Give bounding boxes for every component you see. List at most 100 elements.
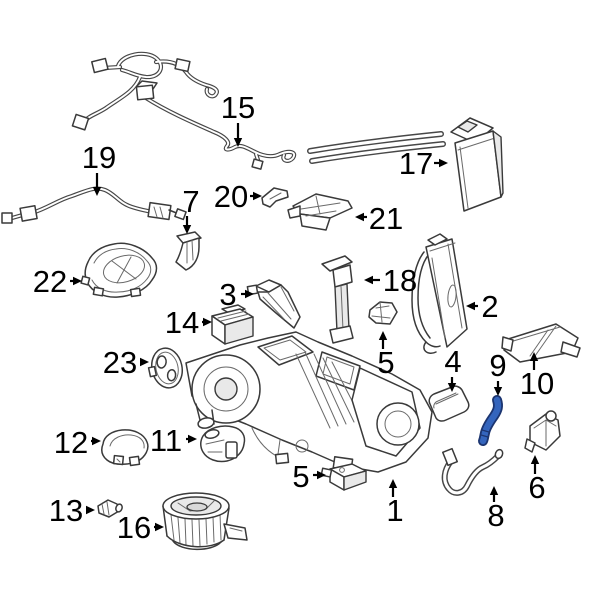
callout-6[interactable]: 6 xyxy=(528,455,546,505)
callout-label[interactable]: 22 xyxy=(33,264,67,299)
harness-connector-icon xyxy=(71,57,264,170)
arrowhead-icon xyxy=(529,352,539,361)
arrowhead-icon xyxy=(73,276,82,286)
callout-label[interactable]: 20 xyxy=(214,179,248,214)
callout-7[interactable]: 7 xyxy=(182,184,200,234)
callout-label[interactable]: 9 xyxy=(489,348,506,383)
arrowhead-icon xyxy=(364,275,373,285)
callout-label[interactable]: 19 xyxy=(82,140,116,175)
callout-label[interactable]: 10 xyxy=(520,366,554,401)
part-13-clip xyxy=(97,499,123,518)
callout-22[interactable]: 22 xyxy=(33,264,82,299)
part-15-wiring-harness xyxy=(71,54,294,170)
callout-label[interactable]: 11 xyxy=(150,423,182,458)
callout-label[interactable]: 8 xyxy=(487,498,504,533)
arrowhead-icon xyxy=(155,522,164,532)
callout-21[interactable]: 21 xyxy=(355,201,403,236)
arrowhead-icon xyxy=(378,331,388,340)
callout-label[interactable]: 16 xyxy=(117,510,151,545)
arrowhead-icon xyxy=(466,301,475,311)
arrowhead-icon xyxy=(317,470,326,480)
callout-5-20[interactable]: 5 xyxy=(292,459,326,494)
callout-label[interactable]: 6 xyxy=(528,470,545,505)
callout-label[interactable]: 13 xyxy=(49,493,83,528)
callout-14[interactable]: 14 xyxy=(165,305,212,340)
part-12-actuator xyxy=(101,429,149,467)
part-5-upper-duct xyxy=(368,301,398,325)
callout-label[interactable]: 23 xyxy=(103,345,137,380)
callout-23[interactable]: 23 xyxy=(103,345,149,380)
arrowhead-icon xyxy=(245,289,254,299)
callout-2[interactable]: 2 xyxy=(466,289,499,324)
callout-label[interactable]: 5 xyxy=(377,345,394,380)
part-9-heater-hose-highlighted xyxy=(478,395,503,446)
callout-label[interactable]: 21 xyxy=(369,201,403,236)
callout-15[interactable]: 15 xyxy=(221,90,255,147)
arrowhead-icon xyxy=(439,158,448,168)
arrowhead-icon xyxy=(253,191,262,201)
callout-5-11[interactable]: 5 xyxy=(377,331,395,380)
callout-12[interactable]: 12 xyxy=(54,425,101,460)
callout-13[interactable]: 13 xyxy=(49,493,95,528)
part-17-heater-core xyxy=(310,117,504,212)
callout-label[interactable]: 2 xyxy=(481,289,498,324)
part-18-bracket-pillar xyxy=(321,255,354,344)
callout-label[interactable]: 12 xyxy=(54,425,88,460)
part-22-defroster-duct xyxy=(80,242,158,298)
part-3-duct xyxy=(246,279,301,329)
part-19-jumper-harness xyxy=(1,189,187,224)
arrowhead-icon xyxy=(92,436,101,446)
part-7-bracket xyxy=(175,231,202,271)
part-16-blower-motor xyxy=(162,492,248,551)
arrowhead-icon xyxy=(530,455,540,464)
callout-label[interactable]: 15 xyxy=(221,90,255,125)
arrowhead-icon xyxy=(493,387,503,396)
arrowhead-icon xyxy=(86,505,95,515)
arrowhead-icon xyxy=(203,317,212,327)
part-11-actuator xyxy=(200,425,246,463)
callout-8[interactable]: 8 xyxy=(487,486,505,533)
callout-10[interactable]: 10 xyxy=(520,352,554,401)
callout-9[interactable]: 9 xyxy=(489,348,507,396)
callout-label[interactable]: 1 xyxy=(386,493,403,528)
part-5-lower-bracket xyxy=(320,463,367,491)
arrowhead-icon xyxy=(447,383,457,392)
arrowhead-icon xyxy=(388,479,398,488)
callout-17[interactable]: 17 xyxy=(399,146,448,181)
part-4-vent-duct xyxy=(428,385,470,422)
part-23-seal-plate xyxy=(147,347,184,389)
part-8-heater-hose xyxy=(443,447,504,493)
callout-label[interactable]: 7 xyxy=(182,184,199,219)
part-14-control-module xyxy=(211,304,254,345)
callout-20[interactable]: 20 xyxy=(214,179,262,214)
callout-16[interactable]: 16 xyxy=(117,510,164,545)
callout-label[interactable]: 14 xyxy=(165,305,199,340)
part-10-support-bracket xyxy=(501,323,581,363)
arrowhead-icon xyxy=(233,138,243,147)
callout-19[interactable]: 19 xyxy=(82,140,116,196)
callout-1[interactable]: 1 xyxy=(386,479,404,528)
callout-4[interactable]: 4 xyxy=(444,344,462,392)
harness-connector-icon xyxy=(1,201,187,224)
callout-11[interactable]: 11 xyxy=(150,423,197,458)
part-6-actuator xyxy=(524,410,561,453)
part-2-evaporator-case xyxy=(411,233,468,354)
arrowhead-icon xyxy=(355,212,364,222)
callout-18[interactable]: 18 xyxy=(364,263,417,298)
part-1-hvac-housing-assembly xyxy=(185,331,433,473)
callout-3[interactable]: 3 xyxy=(219,277,254,312)
arrowhead-icon xyxy=(92,187,102,196)
arrowhead-icon xyxy=(140,357,149,367)
arrowhead-icon xyxy=(489,486,499,495)
arrowhead-icon xyxy=(188,434,197,444)
callout-label[interactable]: 4 xyxy=(444,344,461,379)
part-20-bracket xyxy=(261,187,289,208)
callout-label[interactable]: 17 xyxy=(399,146,433,181)
callout-label[interactable]: 18 xyxy=(383,263,417,298)
callout-label[interactable]: 5 xyxy=(292,459,309,494)
callout-label[interactable]: 3 xyxy=(219,277,236,312)
arrowhead-icon xyxy=(182,225,192,234)
